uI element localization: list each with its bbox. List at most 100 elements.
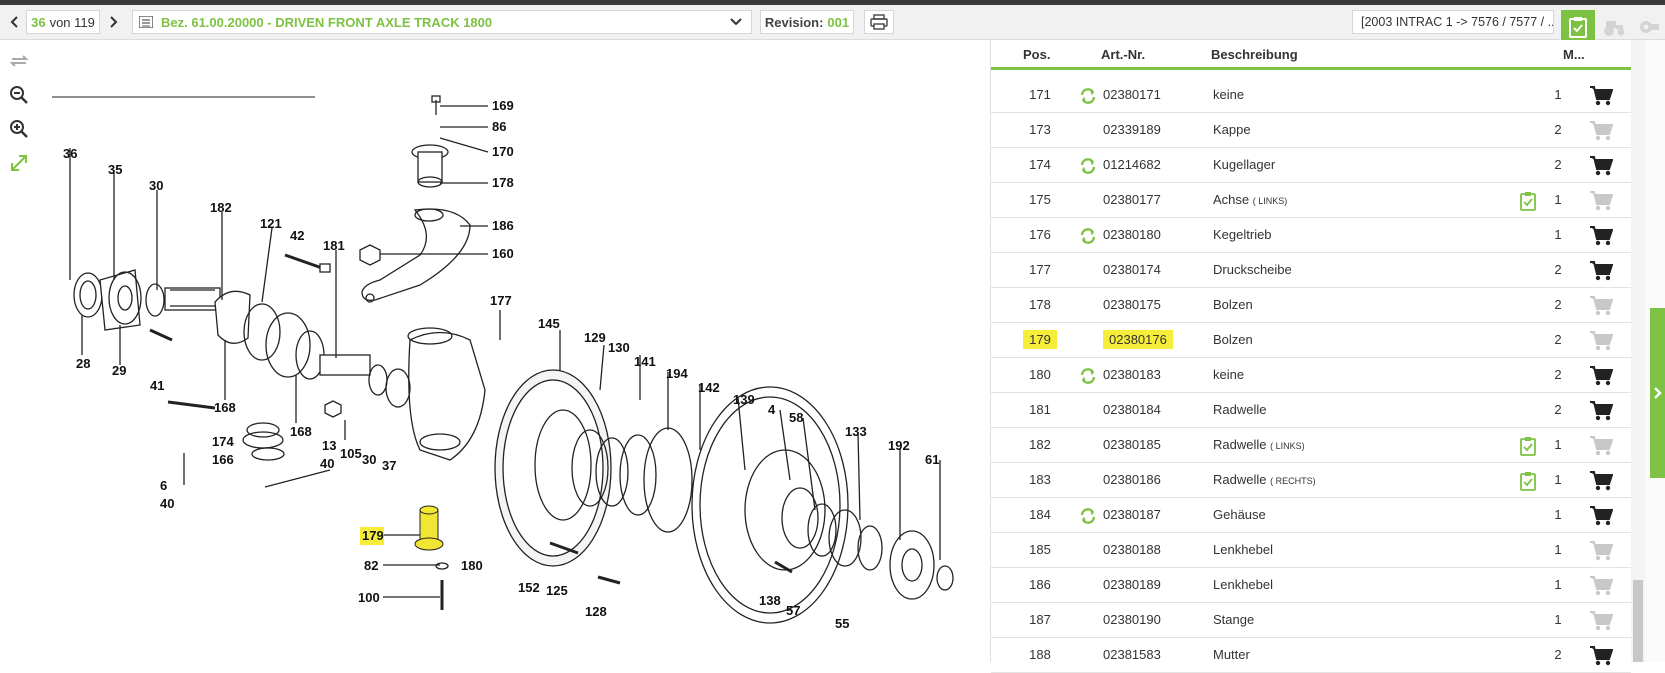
row-article-number[interactable]: 02381583 xyxy=(1103,647,1161,662)
callout-label[interactable]: 37 xyxy=(382,458,396,473)
callout-label[interactable]: 174 xyxy=(212,434,234,449)
callout-label[interactable]: 30 xyxy=(149,178,163,193)
assembly-select[interactable]: Bez. 61.00.20000 - DRIVEN FRONT AXLE TRA… xyxy=(132,10,752,34)
row-article-number[interactable]: 02380171 xyxy=(1103,87,1161,102)
fullscreen-button[interactable] xyxy=(6,150,32,176)
callout-label[interactable]: 168 xyxy=(214,400,236,415)
row-article-number[interactable]: 02380187 xyxy=(1103,507,1161,522)
callout-label[interactable]: 30 xyxy=(362,452,376,467)
sync-icon[interactable] xyxy=(1079,367,1097,385)
col-art-header[interactable]: Art.-Nr. xyxy=(1101,47,1146,62)
col-qty-header[interactable]: M... xyxy=(1563,47,1585,62)
callout-label[interactable]: 42 xyxy=(290,228,304,243)
row-article-number[interactable]: 02380177 xyxy=(1103,192,1161,207)
callout-label[interactable]: 86 xyxy=(492,119,506,134)
cart-icon[interactable] xyxy=(1589,610,1614,632)
cart-icon[interactable] xyxy=(1589,330,1614,352)
settings-button[interactable] xyxy=(1631,10,1665,44)
callout-label[interactable]: 152 xyxy=(518,580,540,595)
callout-label[interactable]: 121 xyxy=(260,216,282,231)
callout-label[interactable]: 41 xyxy=(150,378,164,393)
callout-label[interactable]: 139 xyxy=(733,392,755,407)
sync-icon[interactable] xyxy=(1079,157,1097,175)
callout-label[interactable]: 179 xyxy=(362,528,384,543)
parts-list-button[interactable] xyxy=(1561,10,1595,44)
callout-label[interactable]: 130 xyxy=(608,340,630,355)
clipboard-check-icon[interactable] xyxy=(1518,471,1538,491)
callout-label[interactable]: 178 xyxy=(492,175,514,190)
callout-label[interactable]: 128 xyxy=(585,604,607,619)
callout-label[interactable]: 138 xyxy=(759,593,781,608)
prev-page-button[interactable] xyxy=(4,10,26,34)
cart-icon[interactable] xyxy=(1589,470,1614,492)
cart-icon[interactable] xyxy=(1589,645,1614,667)
row-article-number[interactable]: 02380188 xyxy=(1103,542,1161,557)
callout-label[interactable]: 58 xyxy=(789,410,803,425)
sync-icon[interactable] xyxy=(1079,507,1097,525)
callout-label[interactable]: 40 xyxy=(320,456,334,471)
zoom-out-button[interactable] xyxy=(6,82,32,108)
row-article-number[interactable]: 02380184 xyxy=(1103,402,1161,417)
callout-label[interactable]: 129 xyxy=(584,330,606,345)
row-article-number[interactable]: 02380176 xyxy=(1103,330,1173,349)
callout-label[interactable]: 40 xyxy=(160,496,174,511)
row-article-number[interactable]: 02380174 xyxy=(1103,262,1161,277)
callout-label[interactable]: 181 xyxy=(323,238,345,253)
callout-label[interactable]: 105 xyxy=(340,446,362,461)
callout-label[interactable]: 61 xyxy=(925,452,939,467)
callout-label[interactable]: 36 xyxy=(63,146,77,161)
rotate-button[interactable] xyxy=(6,48,32,74)
next-page-button[interactable] xyxy=(102,10,124,34)
callout-label[interactable]: 166 xyxy=(212,452,234,467)
cart-icon[interactable] xyxy=(1589,365,1614,387)
callout-label[interactable]: 141 xyxy=(634,354,656,369)
callout-label[interactable]: 6 xyxy=(160,478,167,493)
callout-label[interactable]: 4 xyxy=(768,402,776,417)
callout-label[interactable]: 142 xyxy=(698,380,720,395)
row-article-number[interactable]: 02380185 xyxy=(1103,437,1161,452)
page-current[interactable]: 36 xyxy=(31,14,46,30)
cart-icon[interactable] xyxy=(1589,85,1614,107)
callout-label[interactable]: 125 xyxy=(546,583,568,598)
callout-label[interactable]: 145 xyxy=(538,316,560,331)
axle-drawing[interactable]: 1698617017818616017736353018212142181282… xyxy=(0,40,988,662)
row-article-number[interactable]: 02339189 xyxy=(1103,122,1161,137)
callout-label[interactable]: 57 xyxy=(786,603,800,618)
callout-label[interactable]: 100 xyxy=(358,590,380,605)
sync-icon[interactable] xyxy=(1079,227,1097,245)
row-article-number[interactable]: 02380175 xyxy=(1103,297,1161,312)
callout-label[interactable]: 13 xyxy=(322,438,336,453)
callout-label[interactable]: 55 xyxy=(835,616,849,631)
callout-label[interactable]: 180 xyxy=(461,558,483,573)
callout-label[interactable]: 177 xyxy=(490,293,512,308)
tractor-button[interactable] xyxy=(1597,10,1631,44)
cart-icon[interactable] xyxy=(1589,155,1614,177)
row-article-number[interactable]: 02380183 xyxy=(1103,367,1161,382)
callout-label[interactable]: 194 xyxy=(666,366,688,381)
callout-label[interactable]: 133 xyxy=(845,424,867,439)
callout-label[interactable]: 35 xyxy=(108,162,122,177)
cart-icon[interactable] xyxy=(1589,400,1614,422)
vehicle-select[interactable]: [2003 INTRAC 1 -> 7576 / 7577 / ... xyxy=(1352,10,1554,34)
scrollbar-thumb[interactable] xyxy=(1633,580,1643,662)
callout-label[interactable]: 28 xyxy=(76,356,90,371)
callout-label[interactable]: 192 xyxy=(888,438,910,453)
cart-icon[interactable] xyxy=(1589,190,1614,212)
callout-label[interactable]: 169 xyxy=(492,98,514,113)
